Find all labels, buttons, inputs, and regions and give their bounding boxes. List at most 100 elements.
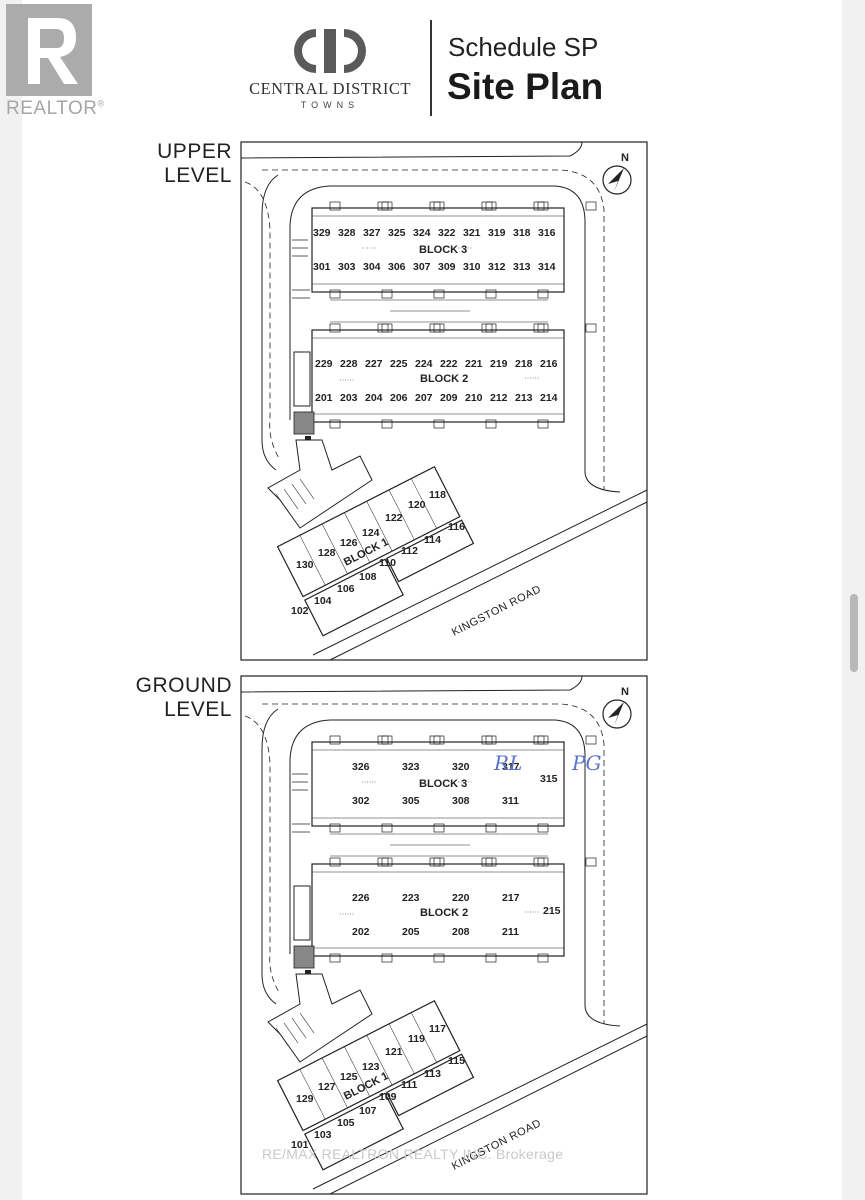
ground-unit-315: 315: [540, 773, 558, 785]
realtor-logo[interactable]: REALTOR®: [3, 4, 104, 119]
upper-unit-206: 206: [390, 392, 408, 404]
ground-unit-107: 107: [359, 1105, 377, 1117]
upper-unit-120: 120: [408, 499, 426, 511]
upper-unit-324: 324: [413, 227, 431, 239]
ground-unit-115: 115: [448, 1055, 465, 1067]
upper-unit-301: 301: [313, 261, 331, 273]
ground-unit-123: 123: [362, 1061, 380, 1073]
ground-block-2-label: BLOCK 2: [420, 907, 468, 919]
realtor-wordmark: REALTOR®: [6, 98, 105, 119]
ground-north-arrow-icon: [602, 699, 632, 729]
upper-unit-319: 319: [488, 227, 506, 239]
upper-unit-218: 218: [515, 358, 533, 370]
upper-unit-225: 225: [390, 358, 408, 370]
upper-unit-310: 310: [463, 261, 481, 273]
upper-unit-212: 212: [490, 392, 508, 404]
ground-unit-125: 125: [340, 1071, 358, 1083]
upper-unit-204: 204: [365, 392, 383, 404]
ground-unit-217: 217: [502, 892, 520, 904]
upper-unit-128: 128: [318, 547, 336, 559]
upper-unit-213: 213: [515, 392, 533, 404]
upper-unit-108: 108: [359, 571, 377, 583]
upper-unit-124: 124: [362, 527, 380, 539]
ground-unit-215: 215: [543, 905, 561, 917]
ground-unit-205: 205: [402, 926, 420, 938]
upper-unit-325: 325: [388, 227, 406, 239]
ground-north-road-edge: [240, 675, 583, 693]
upper-unit-102: 102: [291, 605, 309, 617]
upper-unit-228: 228: [340, 358, 358, 370]
scrollbar[interactable]: [850, 594, 858, 672]
ground-unit-129: 129: [296, 1093, 314, 1105]
upper-unit-110: 110: [379, 557, 396, 569]
ground-unit-226: 226: [352, 892, 370, 904]
upper-block-3-label: BLOCK 3: [419, 244, 467, 256]
upper-unit-327: 327: [363, 227, 381, 239]
upper-unit-309: 309: [438, 261, 456, 273]
upper-unit-229: 229: [315, 358, 333, 370]
upper-unit-221: 221: [465, 358, 483, 370]
ground-unit-103: 103: [314, 1129, 332, 1141]
upper-unit-321: 321: [463, 227, 481, 239]
ground-unit-323: 323: [402, 761, 420, 773]
ground-unit-127: 127: [318, 1081, 336, 1093]
upper-unit-306: 306: [388, 261, 406, 273]
upper-unit-219: 219: [490, 358, 508, 370]
upper-unit-328: 328: [338, 227, 356, 239]
ground-unit-308: 308: [452, 795, 470, 807]
upper-unit-116: 116: [448, 521, 465, 533]
ground-handwriting-2: PG: [571, 751, 601, 775]
ground-unit-121: 121: [385, 1046, 403, 1058]
ground-unit-119: 119: [408, 1033, 425, 1045]
brokerage-watermark: RE/MAX REALTRON REALTY INC. Brokerage: [262, 1146, 564, 1162]
upper-unit-122: 122: [385, 512, 403, 524]
upper-unit-329: 329: [313, 227, 331, 239]
upper-unit-114: 114: [424, 534, 441, 546]
upper-unit-303: 303: [338, 261, 356, 273]
upper-unit-104: 104: [314, 595, 332, 607]
ground-unit-101: 101: [291, 1139, 309, 1151]
cd-monogram-icon: [294, 29, 366, 73]
upper-block-1: [276, 465, 475, 637]
ground-block-2: [311, 857, 597, 963]
ground-handwriting-1: RL: [493, 751, 522, 775]
upper-unit-210: 210: [465, 392, 483, 404]
upper-unit-227: 227: [365, 358, 383, 370]
upper-north-label: N: [621, 152, 629, 164]
ground-unit-223: 223: [402, 892, 420, 904]
upper-unit-130: 130: [296, 559, 314, 571]
page-title: Site Plan: [447, 66, 604, 107]
upper-unit-307: 307: [413, 261, 431, 273]
ground-unit-326: 326: [352, 761, 370, 773]
header-divider: [430, 20, 432, 116]
central-district-logo: CENTRAL DISTRICT TOWNS: [246, 25, 416, 115]
upper-unit-322: 322: [438, 227, 456, 239]
ground-unit-317: 317: [502, 761, 520, 773]
upper-unit-314: 314: [538, 261, 556, 273]
ground-unit-117: 117: [429, 1023, 446, 1035]
schedule-label: Schedule SP: [448, 32, 599, 62]
upper-unit-222: 222: [440, 358, 458, 370]
upper-block-3: [311, 201, 597, 299]
upper-unit-203: 203: [340, 392, 358, 404]
ground-unit-105: 105: [337, 1117, 355, 1129]
upper-unit-209: 209: [440, 392, 458, 404]
upper-unit-313: 313: [513, 261, 531, 273]
upper-unit-126: 126: [340, 537, 358, 549]
ground-block-3: [311, 735, 597, 833]
ground-unit-305: 305: [402, 795, 420, 807]
ground-unit-311: 311: [502, 795, 519, 807]
upper-block-2-label: BLOCK 2: [420, 373, 468, 385]
upper-unit-312: 312: [488, 261, 506, 273]
brand-name: CENTRAL DISTRICT: [249, 79, 411, 98]
ground-unit-202: 202: [352, 926, 370, 938]
upper-unit-118: 118: [429, 489, 446, 501]
ground-unit-109: 109: [379, 1091, 397, 1103]
upper-unit-201: 201: [315, 392, 333, 404]
ground-unit-302: 302: [352, 795, 370, 807]
